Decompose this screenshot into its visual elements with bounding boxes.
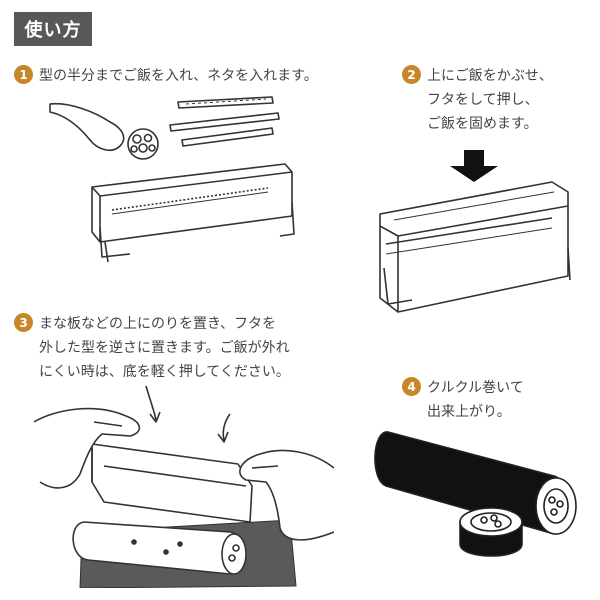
page-title: 使い方 [14,12,92,46]
step-3: 3 まな板などの上にのりを置き、フタを 外した型を逆さに置きます。ご飯が外れ に… [14,312,290,384]
illustration-step-2 [379,150,571,313]
sushi-roll-icon [374,431,577,535]
filling-sticks [169,96,280,147]
step-4-text: クルクル巻いて 出来上がり。 [427,380,524,420]
closed-mold-icon [379,181,571,313]
hand-icon [239,449,334,541]
illustration-step-1 [49,96,295,263]
step-2: 2 上にご飯をかぶせ、 フタをして押し、 ご飯を固めます。 [402,64,553,136]
step-3-text: まな板などの上にのりを置き、フタを 外した型を逆さに置きます。ご飯が外れ にくい… [39,316,290,380]
step-3-badge: 3 [14,313,33,332]
sushi-mold-icon [91,163,295,263]
step-2-text: 上にご飯をかぶせ、 フタをして押し、 ご飯を固めます。 [427,68,553,132]
down-arrow-icon [450,150,498,182]
step-4-badge: 4 [402,377,421,396]
rice-lump-icon [127,128,159,160]
step-2-badge: 2 [402,65,421,84]
illustration-step-4 [374,431,577,557]
illustration-step-3 [34,385,334,588]
rice-roll-on-nori [72,521,247,575]
hand-icon [34,407,141,489]
sushi-slice-icon [459,507,523,557]
inverted-mold-icon [91,443,253,523]
step-4: 4 クルクル巻いて 出来上がり。 [402,376,524,424]
rice-paddle-icon [49,102,125,152]
step-1-badge: 1 [14,65,33,84]
press-arrow-icon [145,385,231,443]
step-1: 1 型の半分までご飯を入れ、ネタを入れます。 [14,64,318,88]
step-1-text: 型の半分までご飯を入れ、ネタを入れます。 [39,68,318,84]
